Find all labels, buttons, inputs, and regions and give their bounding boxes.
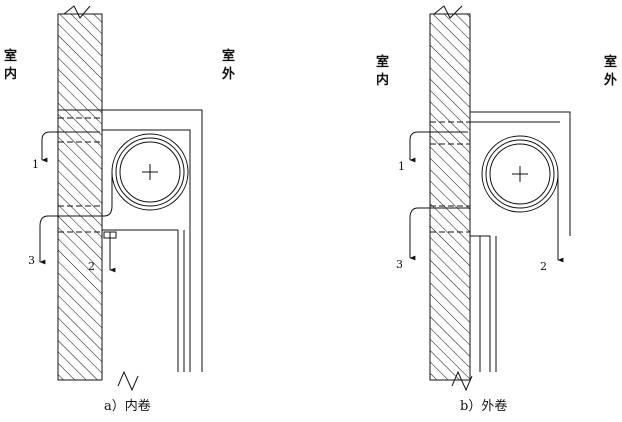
diagram-a bbox=[39, 5, 203, 392]
arrow-label-1-b: 1 bbox=[398, 160, 405, 173]
arrow-label-2-a: 2 bbox=[88, 260, 95, 273]
roller-ring-a bbox=[115, 137, 185, 207]
outdoor-label-a-2: 外 bbox=[221, 66, 235, 82]
roller-center-a bbox=[142, 164, 158, 180]
arrow-3-b bbox=[409, 207, 470, 261]
arrow-1-a bbox=[41, 131, 100, 163]
arrow-label-3-b: 3 bbox=[396, 258, 403, 271]
indoor-label-a-2: 内 bbox=[4, 66, 17, 82]
wall-b bbox=[429, 13, 471, 381]
outdoor-label-b-1: 室 bbox=[604, 54, 617, 70]
indoor-label-b-1: 室 bbox=[376, 54, 389, 70]
shutter-box-b bbox=[470, 111, 571, 372]
indoor-label-a-1: 室 bbox=[4, 48, 17, 64]
wall-a bbox=[57, 13, 103, 381]
shutter-box-a bbox=[58, 109, 203, 372]
roller-center-b bbox=[512, 166, 528, 182]
arrow-1-b bbox=[409, 131, 468, 163]
curtain-line-a bbox=[39, 172, 113, 262]
wall-break-bottom-a bbox=[117, 370, 139, 392]
roller-ring-b bbox=[485, 139, 555, 209]
outdoor-label-b-2: 外 bbox=[603, 72, 617, 88]
sill-block-a bbox=[103, 231, 117, 239]
diagram-b bbox=[409, 5, 571, 392]
caption-b: b）外卷 bbox=[460, 398, 507, 414]
arrow-label-3-a: 3 bbox=[28, 254, 35, 267]
arrow-label-1-a: 1 bbox=[32, 158, 39, 171]
caption-a: a）内卷 bbox=[104, 398, 151, 414]
roller-inner-a bbox=[119, 141, 181, 203]
wall-break-bottom-b bbox=[451, 370, 473, 392]
roller-inner-b bbox=[489, 143, 551, 205]
indoor-label-b-2: 内 bbox=[376, 72, 389, 88]
wall-break-top-a bbox=[63, 5, 91, 19]
outdoor-label-a-1: 室 bbox=[222, 48, 235, 64]
arrow-label-2-b: 2 bbox=[540, 260, 547, 273]
wall-break-top-b bbox=[433, 5, 463, 19]
labels: 室 内 室 外 1 2 3 a）内卷 室 内 室 外 1 2 3 b）外卷 bbox=[4, 48, 617, 414]
